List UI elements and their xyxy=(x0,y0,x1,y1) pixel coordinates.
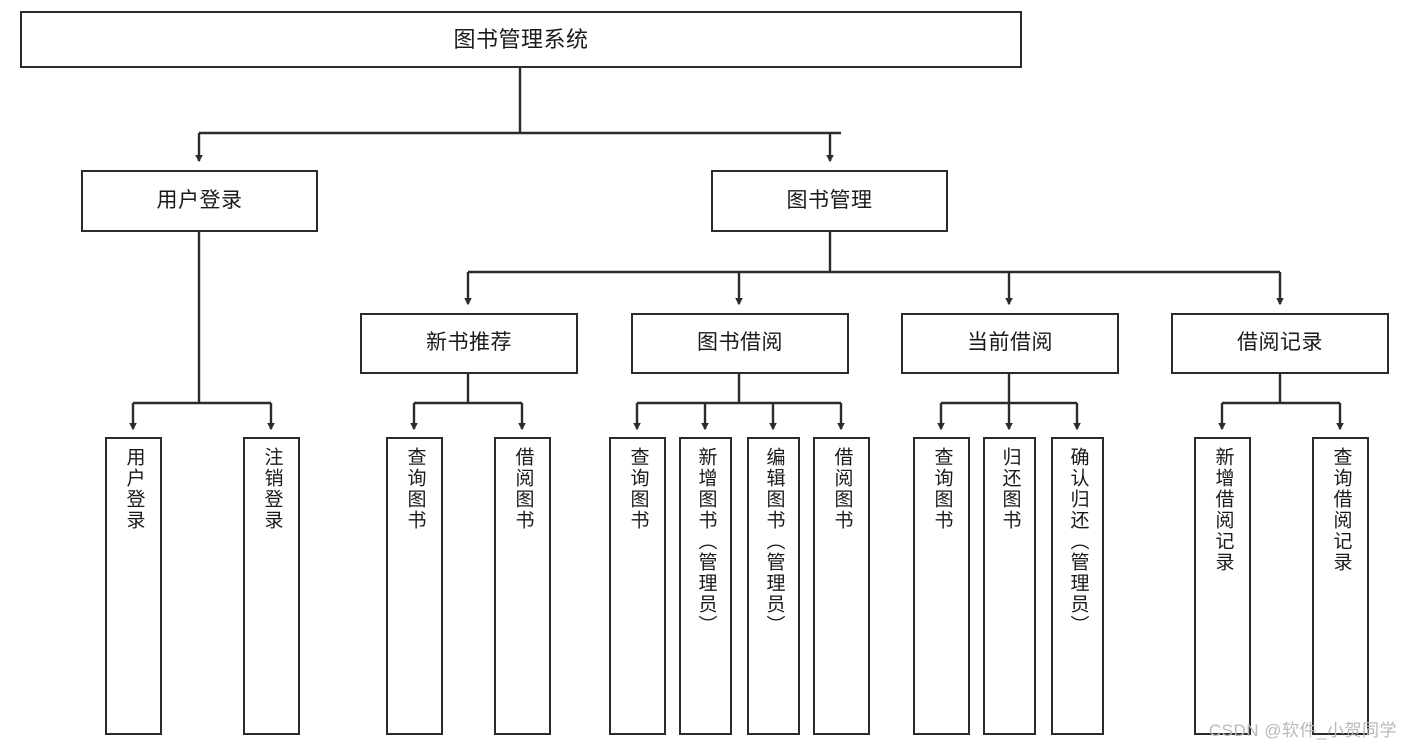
node-leaf-add-book-admin[interactable]: 新增图书（管理员） xyxy=(679,437,732,735)
node-leaf-query-book-2-label: 查询图书 xyxy=(627,447,649,531)
node-leaf-add-book-admin-label: 新增图书（管理员） xyxy=(695,447,717,636)
node-leaf-borrow-book-1[interactable]: 借阅图书 xyxy=(494,437,551,735)
node-leaf-add-borrow-record-label: 新增借阅记录 xyxy=(1212,447,1234,573)
node-leaf-logout-login-label: 注销登录 xyxy=(261,447,283,531)
node-leaf-query-book-3-label: 查询图书 xyxy=(931,447,953,531)
node-leaf-query-book-1-label: 查询图书 xyxy=(404,447,426,531)
watermark-text: CSDN @软件_小贺同学 xyxy=(1208,721,1397,740)
node-book-borrow[interactable]: 图书借阅 xyxy=(631,313,849,374)
node-book-management[interactable]: 图书管理 xyxy=(711,170,948,232)
node-new-book-recommend-label: 新书推荐 xyxy=(426,331,512,355)
node-leaf-confirm-return-admin[interactable]: 确认归还（管理员） xyxy=(1051,437,1104,735)
node-leaf-query-book-2[interactable]: 查询图书 xyxy=(609,437,666,735)
node-current-borrow-label: 当前借阅 xyxy=(967,331,1053,355)
node-book-management-label: 图书管理 xyxy=(786,188,873,212)
node-current-borrow[interactable]: 当前借阅 xyxy=(901,313,1119,374)
node-leaf-return-book[interactable]: 归还图书 xyxy=(983,437,1036,735)
node-leaf-edit-book-admin-label: 编辑图书（管理员） xyxy=(763,447,785,636)
node-borrow-record[interactable]: 借阅记录 xyxy=(1171,313,1389,374)
node-leaf-query-borrow-record[interactable]: 查询借阅记录 xyxy=(1312,437,1369,735)
node-leaf-query-book-3[interactable]: 查询图书 xyxy=(913,437,970,735)
node-user-login-label: 用户登录 xyxy=(156,188,243,212)
node-leaf-borrow-book-2[interactable]: 借阅图书 xyxy=(813,437,870,735)
node-leaf-add-borrow-record[interactable]: 新增借阅记录 xyxy=(1194,437,1251,735)
node-user-login[interactable]: 用户登录 xyxy=(81,170,318,232)
node-leaf-edit-book-admin[interactable]: 编辑图书（管理员） xyxy=(747,437,800,735)
node-leaf-borrow-book-2-label: 借阅图书 xyxy=(831,447,853,531)
node-root[interactable]: 图书管理系统 xyxy=(20,11,1022,68)
node-root-label: 图书管理系统 xyxy=(453,26,589,52)
node-leaf-query-borrow-record-label: 查询借阅记录 xyxy=(1330,447,1352,573)
node-leaf-logout-login[interactable]: 注销登录 xyxy=(243,437,300,735)
node-borrow-record-label: 借阅记录 xyxy=(1237,331,1323,355)
node-leaf-query-book-1[interactable]: 查询图书 xyxy=(386,437,443,735)
node-leaf-user-login[interactable]: 用户登录 xyxy=(105,437,162,735)
node-leaf-confirm-return-admin-label: 确认归还（管理员） xyxy=(1067,447,1089,636)
node-leaf-return-book-label: 归还图书 xyxy=(999,447,1021,531)
node-leaf-borrow-book-1-label: 借阅图书 xyxy=(512,447,534,531)
node-leaf-user-login-label: 用户登录 xyxy=(123,447,145,531)
node-new-book-recommend[interactable]: 新书推荐 xyxy=(360,313,578,374)
node-book-borrow-label: 图书借阅 xyxy=(697,331,783,355)
